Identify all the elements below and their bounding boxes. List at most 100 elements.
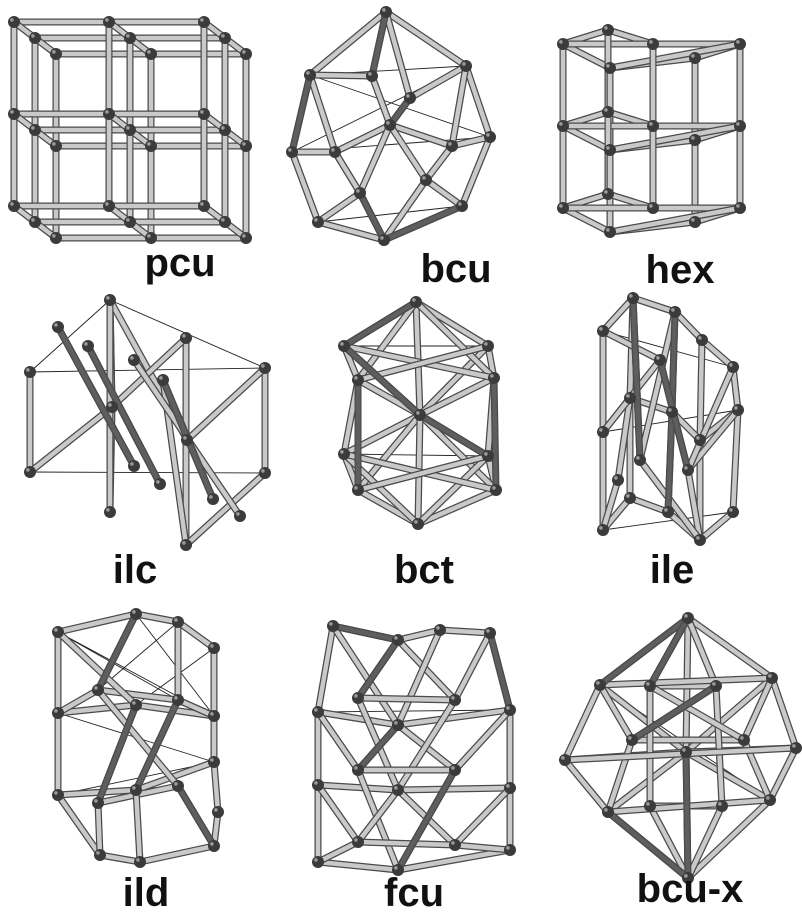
node-highlight [200,18,204,22]
rod [55,792,103,858]
node [352,764,364,776]
node [312,856,324,868]
node [449,764,461,776]
node-highlight [10,18,14,22]
node-highlight [354,838,358,842]
node-highlight [596,681,600,685]
node [312,216,324,228]
node [647,120,659,132]
node [559,754,571,766]
rod [665,409,675,515]
node-highlight [314,218,318,222]
rod [395,707,513,728]
node [682,612,694,624]
node [103,200,115,212]
node-highlight [604,190,608,194]
rod [315,709,361,773]
node-highlight [356,189,360,193]
rod [683,749,691,881]
node-highlight [156,480,160,484]
node [208,710,220,722]
node [602,106,614,118]
rod [459,134,493,209]
rod [109,335,189,410]
rod [423,177,465,209]
node [604,144,616,156]
node-highlight [132,701,136,705]
node-highlight [210,842,214,846]
node-highlight [451,696,455,700]
node-highlight [646,682,650,686]
rod [95,611,139,693]
node [420,174,432,186]
node-highlight [126,126,130,130]
rod [133,759,217,793]
node [602,806,614,818]
node-highlight [792,744,796,748]
node [604,226,616,238]
node-highlight [718,802,722,806]
rod [413,299,497,381]
node [647,38,659,50]
node-highlight [736,204,740,208]
rod [55,324,137,469]
node [82,340,94,352]
label-ilc: ilc [113,548,157,592]
rod [597,615,691,688]
node-highlight [108,403,112,407]
node-highlight [174,618,178,622]
node [219,32,231,44]
node [259,467,271,479]
node-highlight [314,858,318,862]
rod [315,782,401,793]
rod [417,412,491,459]
node-highlight [31,34,35,38]
node [488,372,500,384]
node [52,789,64,801]
node-highlight [614,476,618,480]
node [198,16,210,28]
node-highlight [629,294,633,298]
thin-edge [602,511,734,531]
node-highlight [486,629,490,633]
node-highlight [54,791,58,795]
node-highlight [606,228,610,232]
node [180,539,192,551]
rod [387,122,455,149]
node-highlight [768,674,772,678]
node-highlight [668,408,672,412]
node-highlight [451,841,455,845]
node [208,840,220,852]
node-highlight [174,782,178,786]
node [434,624,446,636]
node [240,48,252,60]
node-highlight [136,858,140,862]
node [384,119,396,131]
rod [672,309,705,343]
node-highlight [682,748,686,752]
net-pcu [8,16,252,244]
rod [332,122,393,155]
rod [175,619,217,651]
rod [491,375,499,493]
node-highlight [604,808,608,812]
node-highlight [288,148,292,152]
rod [315,839,361,865]
rod [395,847,513,873]
node [338,448,350,460]
node [482,340,494,352]
node-highlight [94,799,98,803]
node [557,38,569,50]
node [208,642,220,654]
node-highlight [484,342,488,346]
node [50,48,62,60]
node-highlight [132,786,136,790]
node-highlight [132,610,136,614]
node-highlight [436,626,440,630]
node-highlight [506,706,510,710]
node [172,616,184,628]
rod [395,627,443,643]
node [327,620,339,632]
node [286,146,298,158]
